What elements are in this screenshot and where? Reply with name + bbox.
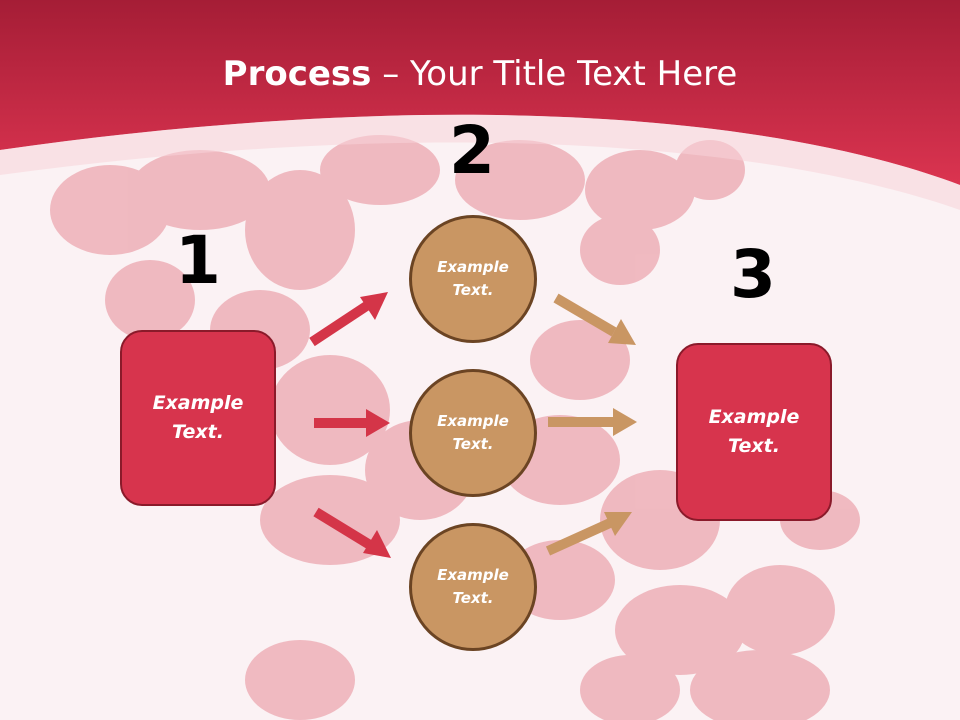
- step-number-1: 1: [175, 222, 221, 299]
- right-box-line1: Example: [708, 406, 800, 428]
- arrow-tan-up: [545, 512, 632, 556]
- arrow-red-up: [309, 292, 388, 347]
- left-box-line1: Example: [152, 392, 244, 414]
- arrow-red-down: [313, 507, 391, 558]
- right-box-line2: Text.: [728, 435, 780, 457]
- arrow-tan-middle: [548, 408, 637, 436]
- title-bold: Process: [222, 54, 372, 94]
- page-title: Process – Your Title Text Here: [0, 52, 960, 96]
- arrow-red-middle: [314, 409, 390, 437]
- rose-petals-image: [50, 135, 860, 720]
- circle-top-line2: Text.: [452, 281, 494, 299]
- circle-top-line1: Example: [437, 258, 509, 276]
- step-number-3: 3: [730, 236, 776, 313]
- title-separator: –: [371, 54, 411, 94]
- circle-middle-line1: Example: [437, 412, 509, 430]
- arrow-tan-down: [553, 293, 636, 345]
- left-box-line2: Text.: [172, 421, 224, 443]
- step-number-2: 2: [449, 112, 495, 189]
- circle-bottom-line1: Example: [437, 566, 509, 584]
- title-rest: Your Title Text Here: [410, 54, 738, 94]
- circle-bottom-line2: Text.: [452, 589, 494, 607]
- circle-middle-line2: Text.: [452, 435, 494, 453]
